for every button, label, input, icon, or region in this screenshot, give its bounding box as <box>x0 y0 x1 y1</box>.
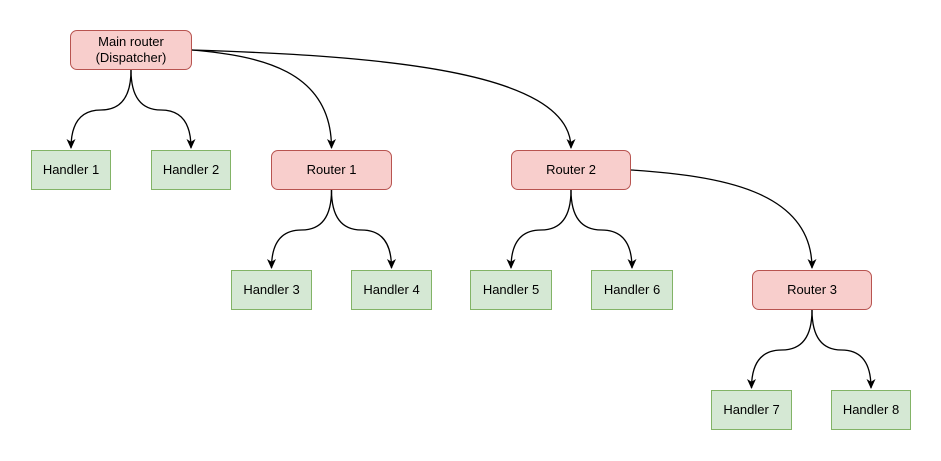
node-label: Handler 6 <box>603 282 661 297</box>
node-r2: Router 2 <box>511 150 631 190</box>
edge-r2-to-h5 <box>506 189 572 269</box>
edge-r1-to-h3 <box>267 189 333 269</box>
node-r3: Router 3 <box>752 270 872 310</box>
node-label: Router 1 <box>306 162 357 177</box>
node-h7: Handler 7 <box>711 390 792 430</box>
edge-main-to-r2 <box>191 49 576 149</box>
node-h2: Handler 2 <box>151 150 231 190</box>
edge-r3-to-h8 <box>811 309 876 389</box>
node-h8: Handler 8 <box>831 390 911 430</box>
node-label: Handler 5 <box>482 282 540 297</box>
node-label: Handler 7 <box>723 402 780 417</box>
node-label: Handler 4 <box>363 282 420 297</box>
edge-r2-to-h6 <box>570 189 637 269</box>
node-h4: Handler 4 <box>351 270 432 310</box>
edge-main-to-h2 <box>130 69 196 149</box>
node-label: Router 2 <box>546 162 596 177</box>
node-label: Handler 8 <box>842 402 900 417</box>
node-label: Handler 1 <box>42 162 100 177</box>
edges-group <box>66 49 876 389</box>
node-label: Handler 3 <box>243 282 300 297</box>
node-h3: Handler 3 <box>231 270 312 310</box>
node-r1: Router 1 <box>271 150 392 190</box>
edge-r1-to-h4 <box>330 189 396 269</box>
node-label: Handler 2 <box>162 162 220 177</box>
edge-r2-to-r3 <box>630 169 817 269</box>
node-h1: Handler 1 <box>31 150 111 190</box>
node-h6: Handler 6 <box>591 270 673 310</box>
node-label: Main router (Dispatcher) <box>95 34 167 65</box>
node-main: Main router (Dispatcher) <box>70 30 192 70</box>
edge-main-to-h1 <box>66 69 132 149</box>
edge-main-to-r1 <box>191 49 336 149</box>
node-h5: Handler 5 <box>470 270 552 310</box>
edge-r3-to-h7 <box>747 309 813 389</box>
node-label: Router 3 <box>787 282 837 297</box>
